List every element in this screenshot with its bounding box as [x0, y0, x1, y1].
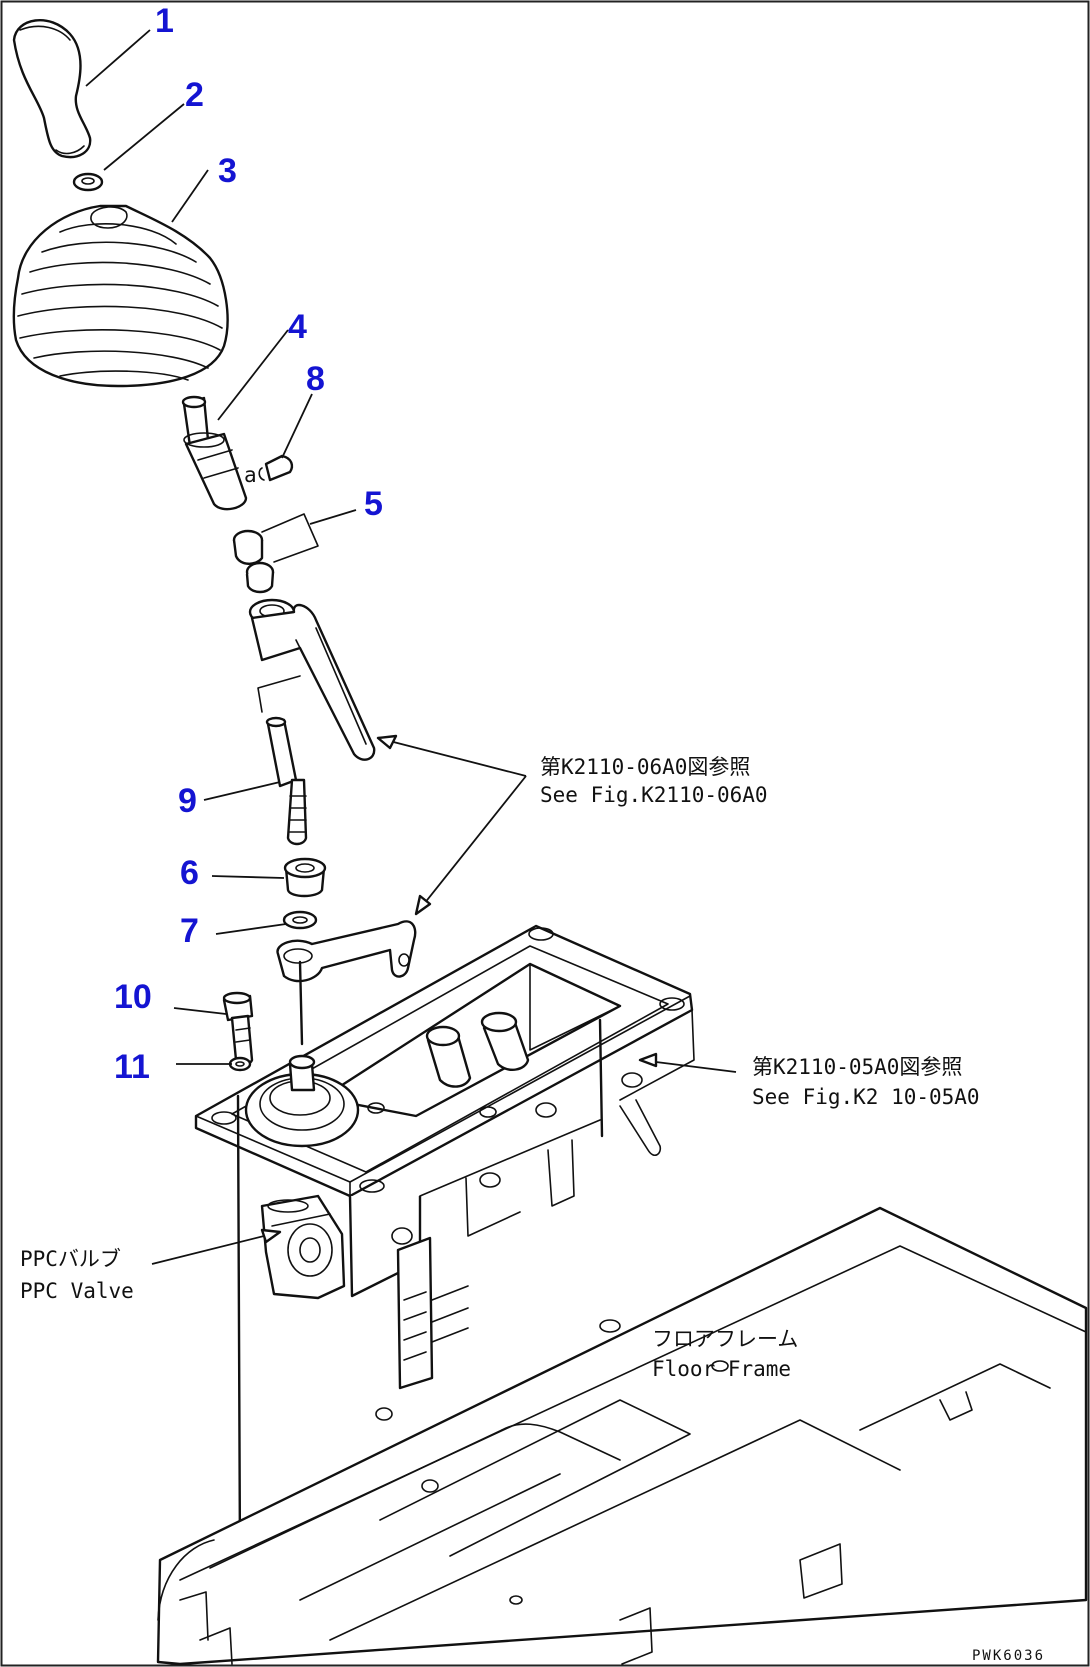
washer-part: [282, 910, 318, 930]
ppc-valve-en: PPC Valve: [20, 1279, 134, 1303]
lever-arm-part: [248, 598, 376, 761]
knob-part: [12, 19, 92, 159]
floor-frame: [156, 1206, 1088, 1666]
callout-3: 3: [218, 152, 237, 190]
ppc-valve: [260, 1194, 346, 1300]
callout-8: 8: [306, 360, 325, 398]
bolt-part: [265, 716, 308, 846]
callout-6: 6: [180, 854, 199, 892]
leader-lines: [85, 29, 737, 1265]
link-arm-part: [276, 920, 417, 1046]
frame-ref-en: See Fig.K2 10-05A0: [752, 1085, 980, 1109]
control-box: [194, 924, 695, 1562]
callout-4: 4: [288, 308, 307, 346]
pin-part: [181, 395, 248, 511]
clip-part: a: [244, 454, 294, 487]
mark-a-label: a: [244, 463, 257, 487]
drawing-code: PWK6036: [972, 1648, 1045, 1664]
frame-ref-jp: 第K2110-05A0図参照: [752, 1055, 962, 1079]
washer11-part: [228, 1056, 252, 1072]
spacer-part: [283, 857, 327, 898]
callout-11: 11: [114, 1048, 150, 1086]
ppc-valve-jp: PPCバルブ: [20, 1247, 121, 1271]
floor-frame-en: Floor Frame: [652, 1357, 791, 1381]
nut-part: [72, 172, 104, 192]
floor-frame-jp: フロアフレーム: [652, 1327, 798, 1351]
callout-7: 7: [180, 912, 199, 950]
bolt10-part: [222, 991, 254, 1066]
bushing-part: [232, 513, 319, 594]
callout-5: 5: [364, 485, 383, 523]
boot-part: [12, 204, 229, 388]
callout-9: 9: [178, 782, 197, 820]
callout-2: 2: [185, 76, 204, 114]
lever-ref-en: See Fig.K2110-06A0: [540, 783, 768, 807]
callout-1: 1: [155, 2, 174, 40]
lever-ref-jp: 第K2110-06A0図参照: [540, 755, 750, 779]
callout-10: 10: [114, 978, 152, 1016]
